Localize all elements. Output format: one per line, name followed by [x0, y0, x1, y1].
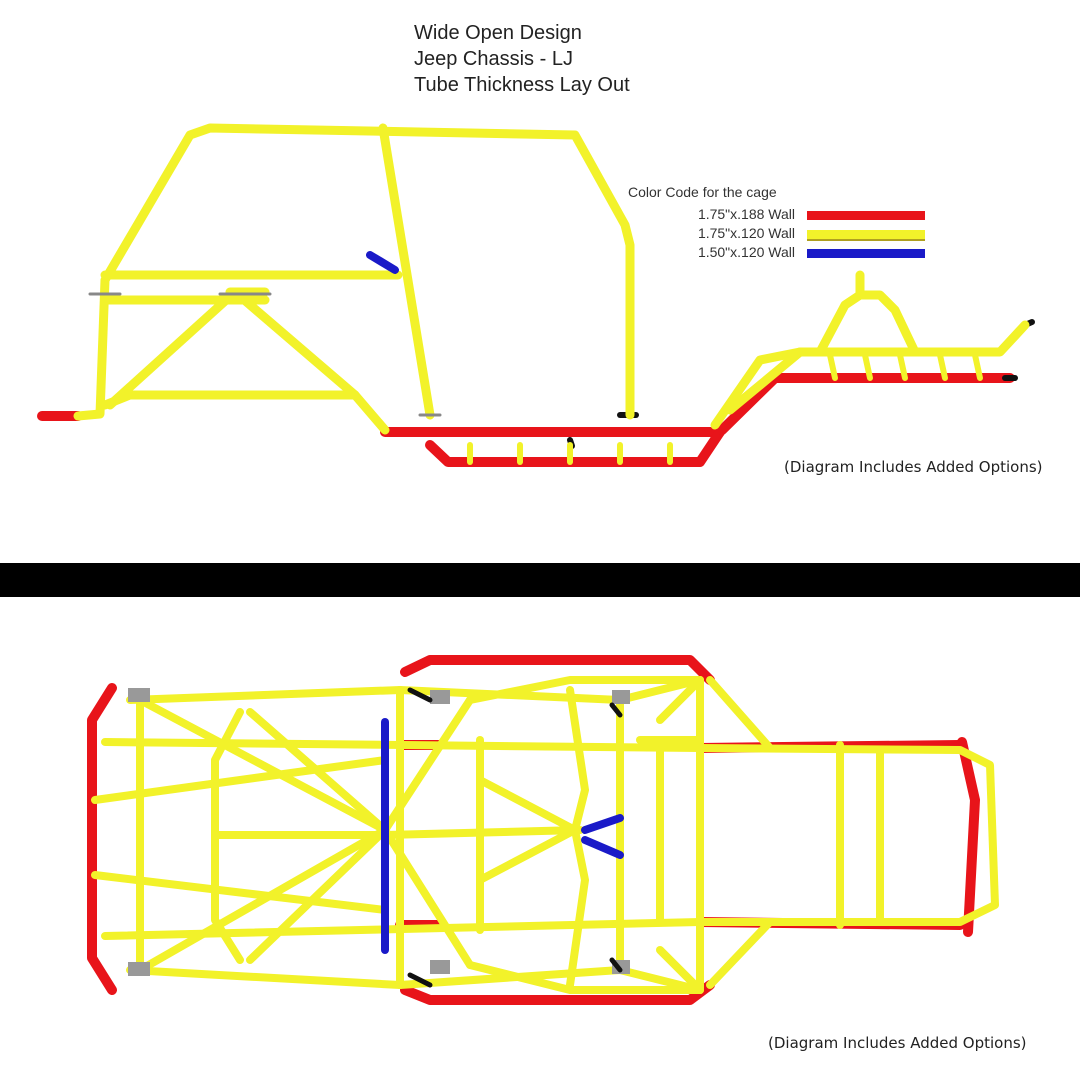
top-yellow-tubes	[91, 676, 999, 994]
legend-item-blue: 1.50"x.120 Wall	[640, 244, 930, 262]
section-divider	[0, 563, 1080, 597]
side-view-note: (Diagram Includes Added Options)	[784, 458, 1043, 476]
legend-label: 1.75"x.188 Wall	[697, 206, 795, 222]
mount-plates	[128, 688, 630, 976]
legend-item-red: 1.75"x.188 Wall	[640, 206, 930, 224]
legend-swatch-yellow	[807, 230, 925, 241]
title-line-1: Wide Open Design	[414, 22, 582, 44]
legend-title: Color Code for the cage	[628, 184, 777, 200]
diagram-title: Wide Open Design Jeep Chassis - LJ Tube …	[414, 20, 630, 98]
top-blue-tubes	[381, 718, 624, 954]
top-view-note: (Diagram Includes Added Options)	[768, 1034, 1027, 1052]
side-view-cage-diagram	[37, 123, 1035, 467]
title-line-2: Jeep Chassis - LJ	[414, 48, 573, 70]
side-blue-tube	[366, 251, 399, 274]
title-line-3: Tube Thickness Lay Out	[414, 74, 630, 96]
legend-swatch-blue	[807, 249, 925, 258]
legend-label: 1.75"x.120 Wall	[697, 225, 795, 241]
legend-label: 1.50"x.120 Wall	[697, 244, 795, 260]
legend-item-yellow: 1.75"x.120 Wall	[640, 225, 930, 243]
legend-swatch-red	[807, 211, 925, 220]
side-yellow-tubes	[73, 123, 1030, 465]
